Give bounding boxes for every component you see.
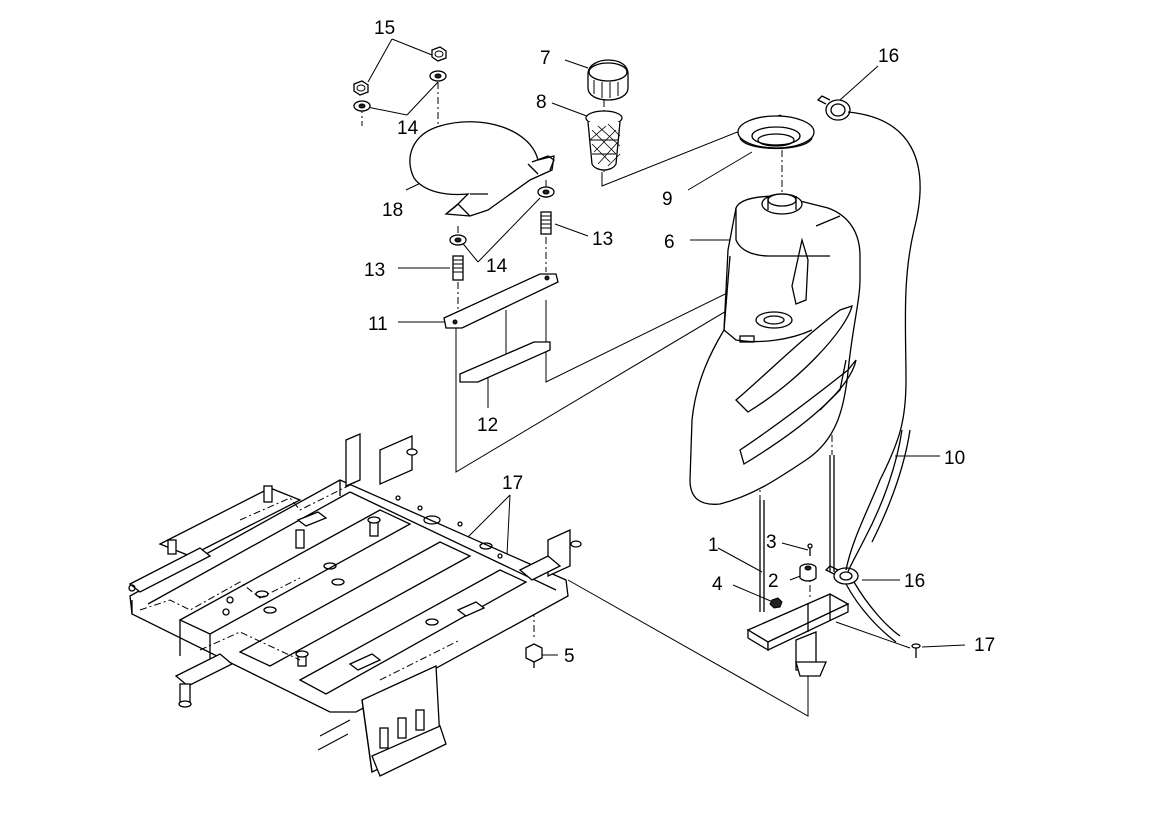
stud-1 — [759, 455, 835, 612]
callout-17: 17 — [502, 473, 523, 494]
bolt-5 — [525, 643, 543, 668]
washer-14 — [353, 70, 555, 246]
callout-18: 18 — [382, 200, 403, 221]
callout-labels: 15 7 16 8 14 9 18 13 6 14 13 11 12 10 17… — [364, 18, 995, 667]
fuel-cap-7 — [587, 59, 629, 101]
callout-4: 4 — [712, 574, 723, 595]
callout-3: 3 — [766, 532, 777, 553]
callout-9: 9 — [662, 189, 673, 210]
cover-plate-18 — [409, 121, 555, 217]
strainer-8 — [585, 110, 623, 171]
callout-10: 10 — [944, 448, 965, 469]
callout-15: 15 — [374, 18, 395, 39]
callout-8: 8 — [536, 92, 547, 113]
callout-7: 7 — [540, 48, 551, 69]
callout-17: 17 — [974, 635, 995, 656]
bolt-13 — [452, 211, 552, 281]
callout-14: 14 — [397, 118, 419, 139]
gasket-9 — [737, 115, 815, 150]
callout-16: 16 — [878, 46, 899, 67]
fuel-hose-10 — [845, 111, 921, 643]
callout-16: 16 — [904, 571, 925, 592]
callout-6: 6 — [664, 232, 675, 253]
nut-15 — [353, 46, 447, 96]
nut-4 — [769, 597, 783, 609]
callout-14: 14 — [486, 256, 508, 277]
pad-12 — [459, 341, 551, 383]
leader-lines — [361, 38, 966, 656]
callout-2: 2 — [768, 571, 779, 592]
callout-11: 11 — [368, 314, 388, 335]
callout-13: 13 — [592, 229, 613, 250]
callout-5: 5 — [564, 646, 575, 667]
strap-11 — [443, 273, 559, 329]
callout-12: 12 — [477, 415, 498, 436]
chassis-frame — [128, 433, 582, 777]
pin-3 — [807, 543, 813, 556]
clamp-16 — [816, 95, 859, 585]
fuel-tank-6 — [689, 193, 861, 505]
callout-13: 13 — [364, 260, 385, 281]
callout-1: 1 — [708, 535, 719, 556]
bushing-2 — [799, 563, 817, 582]
tank-bracket — [746, 593, 850, 677]
